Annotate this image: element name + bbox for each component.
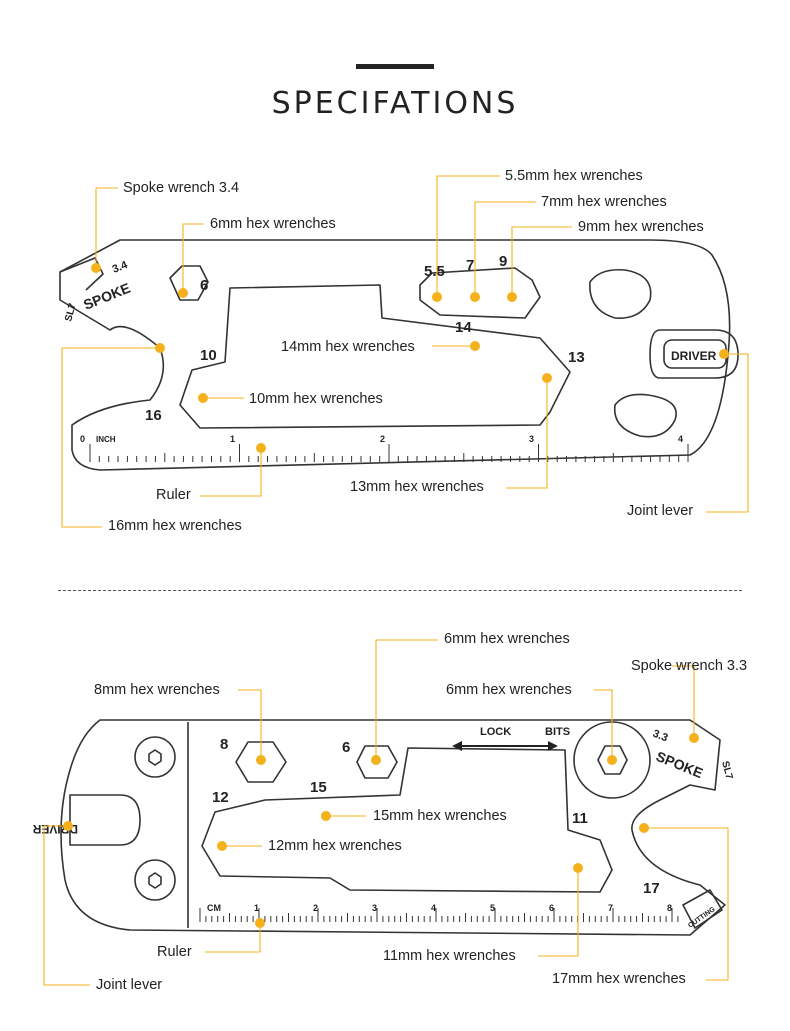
bottom-tool-outline (60, 719, 726, 936)
label-hex-6: 6mm hex wrenches (210, 216, 336, 232)
bottom-ruler-4: 4 (431, 903, 436, 913)
bottom-ruler-8: 8 (667, 903, 672, 913)
top-num-14: 14 (455, 319, 472, 336)
top-num-10: 10 (200, 347, 217, 364)
bottom-leader-lines (43, 639, 729, 986)
label-joint-lever-bottom: Joint lever (96, 977, 163, 993)
label-hex-5-5: 5.5mm hex wrenches (505, 168, 643, 184)
top-hole-1 (589, 268, 652, 319)
top-ruler-3: 3 (529, 434, 534, 444)
label-hex-7: 7mm hex wrenches (541, 194, 667, 210)
top-driver-label: DRIVER (671, 349, 717, 363)
label-hex-15: 15mm hex wrenches (373, 808, 507, 824)
bits-label: BITS (545, 726, 570, 738)
bottom-screw-bottom-hex (148, 872, 162, 889)
bottom-num-17: 17 (643, 880, 660, 897)
bottom-tool (60, 719, 726, 936)
label-hex-12: 12mm hex wrenches (268, 838, 402, 854)
label-spoke-wrench-3-4: Spoke wrench 3.4 (123, 180, 240, 196)
bottom-spoke-label: SPOKE (654, 748, 705, 781)
bottom-screw-bottom (134, 859, 176, 901)
label-hex-17: 17mm hex wrenches (552, 971, 686, 987)
top-leader-lines (61, 175, 749, 528)
bottom-ruler-1: 1 (254, 903, 259, 913)
label-spoke-wrench-3-3: Spoke wrench 3.3 (631, 658, 748, 674)
cutting-label: CUTTING (687, 906, 717, 930)
bottom-hex-8-shape (235, 741, 287, 783)
bottom-cm-label: CM (207, 903, 221, 913)
top-inch-label: INCH (96, 435, 116, 444)
top-slot-label: SL7 (63, 302, 78, 323)
top-ruler-0: 0 (80, 434, 85, 444)
bottom-spoke-size: 3.3 (651, 728, 670, 745)
label-hex-14: 14mm hex wrenches (281, 339, 415, 355)
bottom-ruler-3: 3 (372, 903, 377, 913)
bottom-inner-slot (201, 747, 613, 893)
bottom-num-12: 12 (212, 789, 229, 806)
label-hex-9: 9mm hex wrenches (578, 219, 704, 235)
top-hex-6-shape (169, 265, 209, 301)
top-num-9: 9 (499, 253, 507, 270)
bottom-ruler-ticks (199, 908, 679, 922)
bottom-ruler-2: 2 (313, 903, 318, 913)
bottom-num-15: 15 (310, 779, 327, 796)
bits-arrow-head (548, 741, 558, 751)
label-hex-16: 16mm hex wrenches (108, 518, 242, 534)
label-hex-6-bits: 6mm hex wrenches (446, 682, 572, 698)
top-num-6: 6 (200, 277, 208, 294)
bottom-ruler-5: 5 (490, 903, 495, 913)
label-joint-lever-top: Joint lever (627, 503, 694, 519)
lock-arrow-head (452, 741, 462, 751)
bottom-hex-6-shape (356, 745, 398, 779)
top-small-hex-slot (419, 267, 541, 319)
section-divider (58, 590, 742, 591)
top-hole-2 (613, 393, 677, 438)
top-ruler-4: 4 (678, 434, 683, 444)
bottom-slot-label: SL7 (719, 760, 734, 781)
top-num-16: 16 (145, 407, 162, 424)
bottom-screw-top-hex (148, 749, 162, 766)
bottom-cutting-notch (682, 889, 723, 929)
lock-label: LOCK (480, 726, 511, 738)
top-num-5-5: 5.5 (424, 263, 445, 280)
page-title: SPECIFATIONS (271, 86, 519, 121)
label-hex-10: 10mm hex wrenches (249, 391, 383, 407)
top-inner-slot (179, 284, 571, 429)
label-hex-11: 11mm hex wrenches (383, 948, 516, 964)
top-ruler-1: 1 (230, 434, 235, 444)
top-tool (59, 239, 739, 471)
top-tool-outline (59, 239, 731, 471)
top-num-7: 7 (466, 257, 474, 274)
top-spoke-label: SPOKE (81, 280, 132, 313)
bottom-driver-pocket (69, 794, 141, 846)
bottom-bits-hex (597, 745, 628, 775)
bottom-screw-top (134, 736, 176, 778)
top-spoke-size: 3.4 (111, 259, 130, 276)
bottom-num-11: 11 (572, 810, 588, 827)
bottom-num-6: 6 (342, 739, 350, 756)
top-driver-pocket (649, 329, 739, 379)
top-ruler-2: 2 (380, 434, 385, 444)
label-hex-6-top: 6mm hex wrenches (444, 631, 570, 647)
bottom-ruler-6: 6 (549, 903, 554, 913)
label-hex-13: 13mm hex wrenches (350, 479, 484, 495)
label-hex-8: 8mm hex wrenches (94, 682, 220, 698)
label-ruler-top: Ruler (156, 487, 191, 503)
top-ruler-ticks (89, 444, 689, 462)
bottom-num-8: 8 (220, 736, 228, 753)
bottom-callout-dots (63, 733, 699, 928)
top-callout-dots (91, 263, 729, 453)
bottom-ruler-7: 7 (608, 903, 613, 913)
top-num-13: 13 (568, 349, 585, 366)
title-accent-bar (356, 64, 434, 69)
label-ruler-bottom: Ruler (157, 944, 192, 960)
